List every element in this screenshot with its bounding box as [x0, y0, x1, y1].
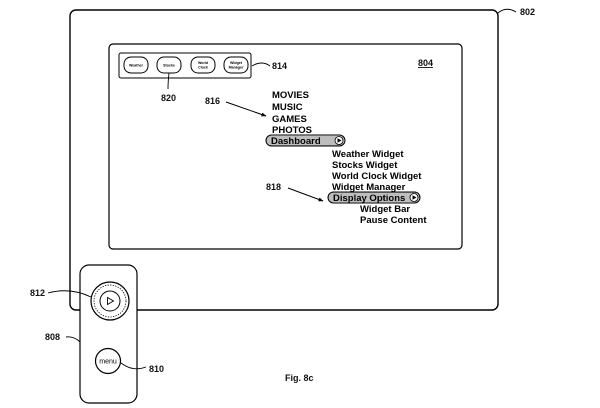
submenu-item-widget-bar[interactable]: Widget Bar	[360, 204, 410, 215]
widget-bar-ref-leader	[251, 62, 271, 67]
widget-button-list: Weather Stocks World Clock Widget Manage…	[123, 56, 249, 74]
tv-ref-label: 802	[520, 7, 535, 17]
widget-button-label: Clock	[198, 66, 208, 70]
main-menu-ref-arrow	[225, 101, 267, 117]
widget-button-label: World	[198, 61, 208, 65]
submenu-ref-label: 818	[266, 182, 281, 192]
display-options-submenu: Widget Bar Pause Content	[360, 204, 427, 226]
menu-item-photos[interactable]: PHOTOS	[272, 125, 312, 136]
submenu-item-widget-manager[interactable]: Widget Manager	[332, 182, 406, 193]
main-menu-ref-label: 816	[205, 96, 220, 106]
widget-button-ref-label: 820	[161, 93, 176, 103]
widget-bar	[118, 52, 252, 79]
submenu-item-display-options-selected[interactable]: Display Options	[327, 191, 421, 204]
wheel-ref-leader	[47, 290, 92, 298]
submenu-item-stocks-widget[interactable]: Stocks Widget	[332, 160, 398, 171]
submenu-item-display-options-label: Display Options	[333, 193, 405, 204]
remote-ref-leader	[65, 336, 81, 343]
screen-ref-label: 804	[418, 58, 433, 68]
tv-housing	[69, 9, 499, 311]
menu-item-dashboard-label: Dashboard	[271, 136, 321, 147]
submenu-item-pause-content[interactable]: Pause Content	[360, 215, 427, 226]
widget-button-label: Widget	[230, 61, 243, 65]
submenu-ref-arrow	[287, 187, 324, 202]
menu-button[interactable]: menu	[94, 347, 122, 375]
menu-item-games[interactable]: GAMES	[272, 114, 307, 125]
figure-label: Fig. 8c	[285, 373, 314, 383]
menu-button-ref-label: 810	[149, 364, 164, 374]
widget-button-label: Manager	[229, 66, 244, 70]
play-icon	[107, 296, 115, 306]
widget-button-label: Stocks	[163, 64, 175, 68]
widget-button[interactable]: Stocks	[156, 56, 182, 74]
main-menu: MOVIES MUSIC GAMES PHOTOS	[272, 90, 312, 136]
submenu-item-weather-widget[interactable]: Weather Widget	[332, 149, 404, 160]
dashboard-submenu: Weather Widget Stocks Widget World Clock…	[332, 149, 422, 193]
widget-button[interactable]: World Clock	[190, 56, 216, 74]
widget-button-label: Weather	[129, 64, 144, 68]
widget-button[interactable]: Widget Manager	[223, 56, 249, 74]
menu-button-ref-leader	[120, 362, 147, 370]
widget-button[interactable]: Weather	[123, 56, 149, 74]
menu-item-movies[interactable]: MOVIES	[272, 90, 309, 101]
tv-ref-leader	[497, 8, 517, 14]
wheel-ref-label: 812	[30, 288, 45, 298]
submenu-item-world-clock-widget[interactable]: World Clock Widget	[332, 171, 422, 182]
click-wheel[interactable]	[90, 281, 130, 321]
menu-button-label: menu	[99, 359, 117, 366]
remote-ref-label: 808	[45, 332, 60, 342]
menu-item-music[interactable]: MUSIC	[272, 102, 303, 113]
menu-item-dashboard-selected[interactable]: Dashboard	[265, 134, 346, 147]
widget-bar-ref-label: 814	[272, 61, 287, 71]
widget-button-ref-leader	[167, 72, 170, 90]
